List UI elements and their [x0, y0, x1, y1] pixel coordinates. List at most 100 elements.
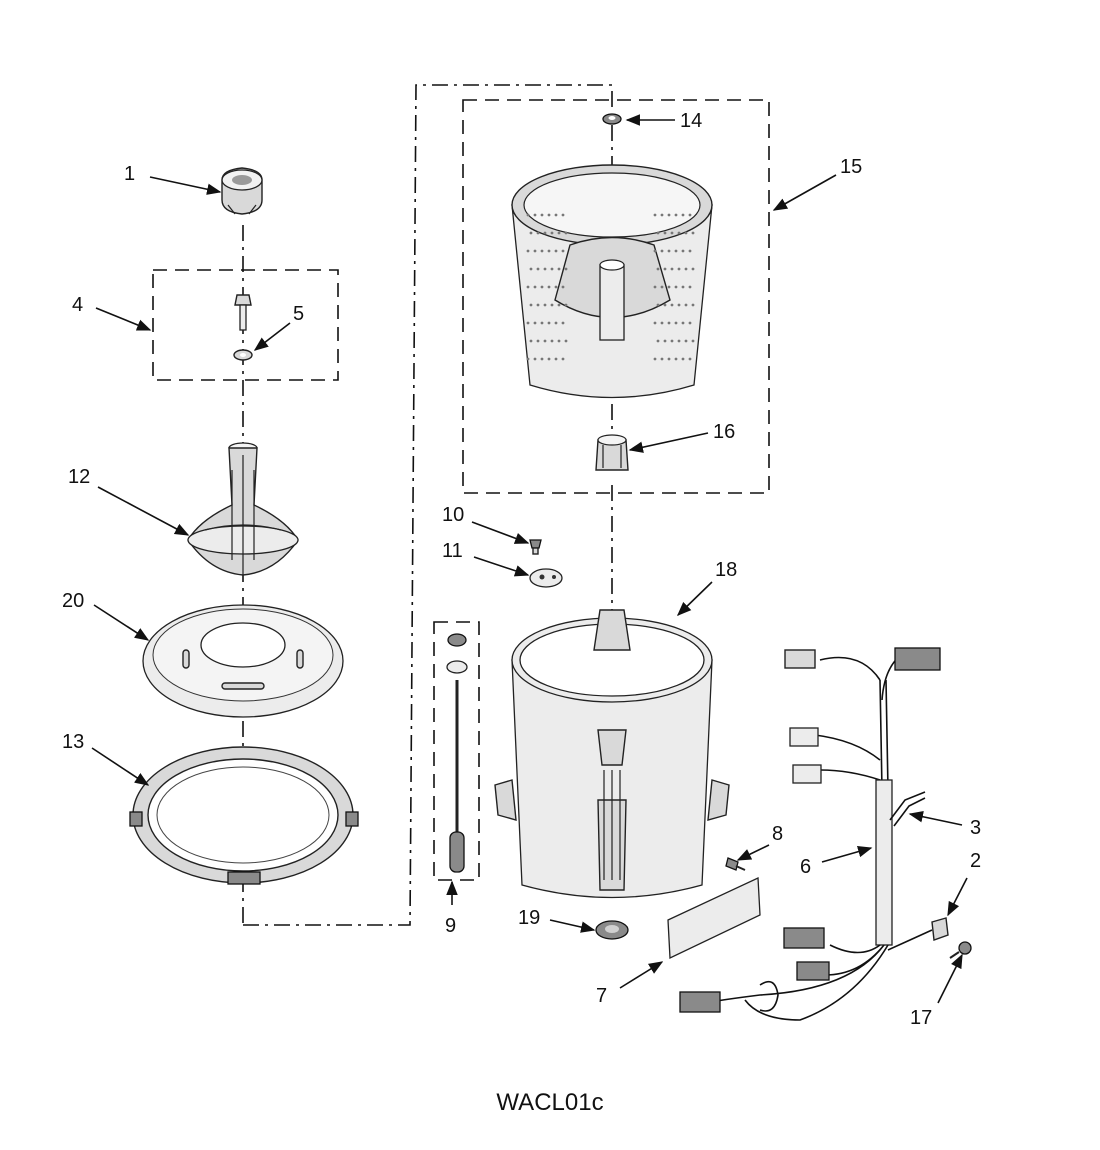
basket-perforation	[547, 249, 551, 253]
basket-perforation	[656, 339, 660, 343]
basket-perforation	[547, 285, 551, 289]
basket-perforation	[670, 339, 674, 343]
part-9-suspension-rod	[446, 633, 468, 873]
basket-perforation	[653, 213, 657, 217]
basket-perforation	[526, 213, 530, 217]
basket-perforation	[533, 357, 537, 361]
basket-perforation	[540, 213, 544, 217]
callout-1: 1	[124, 163, 135, 185]
basket-perforation	[660, 249, 664, 253]
group-box-15	[462, 99, 770, 494]
basket-perforation	[677, 231, 681, 235]
basket-perforation	[688, 213, 692, 217]
basket-perforation	[681, 285, 685, 289]
basket-perforation	[688, 285, 692, 289]
basket-perforation	[561, 321, 565, 325]
basket-perforation	[547, 213, 551, 217]
part-3-tube	[889, 791, 926, 827]
basket-perforation	[667, 357, 671, 361]
basket-perforation	[691, 303, 695, 307]
basket-perforation	[543, 231, 547, 235]
basket-perforation	[526, 285, 530, 289]
basket-perforation	[674, 213, 678, 217]
assembly-link-line	[243, 84, 613, 926]
callout-2: 2	[970, 850, 981, 872]
basket-perforation	[561, 285, 565, 289]
basket-perforation	[674, 249, 678, 253]
basket-perforation	[543, 339, 547, 343]
basket-perforation	[663, 231, 667, 235]
callout-5: 5	[293, 303, 304, 325]
part-17-screw	[949, 941, 972, 959]
callout-7: 7	[596, 985, 607, 1007]
callout-16: 16	[713, 421, 735, 443]
basket-perforation	[656, 303, 660, 307]
basket-perforation	[529, 231, 533, 235]
part-6-wire-harness	[704, 649, 911, 1021]
basket-perforation	[667, 249, 671, 253]
callout-15: 15	[840, 156, 862, 178]
part-2-clip	[887, 917, 949, 951]
part-5-washer	[233, 349, 253, 361]
part-8-screw	[725, 857, 746, 871]
callout-8: 8	[772, 823, 783, 845]
part-12-agitator	[187, 442, 299, 576]
callout-3: 3	[970, 817, 981, 839]
basket-perforation	[653, 321, 657, 325]
part-1-cap	[221, 167, 263, 215]
basket-perforation	[536, 339, 540, 343]
diagram-caption: WACL01c	[496, 1089, 603, 1116]
basket-perforation	[526, 321, 530, 325]
part-16-hub	[595, 434, 629, 471]
basket-perforation	[557, 267, 561, 271]
part-19-seal	[595, 920, 629, 940]
basket-perforation	[533, 285, 537, 289]
basket-perforation	[688, 321, 692, 325]
basket-perforation	[564, 231, 568, 235]
part-20-ring	[142, 604, 344, 718]
callout-12: 12	[68, 466, 90, 488]
basket-perforation	[561, 357, 565, 361]
basket-perforation	[526, 357, 530, 361]
basket-perforation	[667, 285, 671, 289]
basket-perforation	[681, 357, 685, 361]
basket-perforation	[691, 339, 695, 343]
basket-perforation	[554, 357, 558, 361]
callout-6: 6	[800, 856, 811, 878]
basket-perforation	[667, 213, 671, 217]
basket-perforation	[543, 303, 547, 307]
basket-perforation	[670, 303, 674, 307]
basket-perforation	[684, 339, 688, 343]
basket-perforation	[557, 231, 561, 235]
callout-9: 9	[445, 915, 456, 937]
basket-perforation	[529, 267, 533, 271]
basket-perforation	[681, 249, 685, 253]
basket-perforation	[554, 321, 558, 325]
basket-perforation	[660, 285, 664, 289]
basket-perforation	[526, 249, 530, 253]
basket-perforation	[564, 303, 568, 307]
callout-11: 11	[442, 540, 463, 562]
group-box-9	[433, 621, 480, 881]
connector-group	[679, 647, 941, 1013]
callout-17: 17	[910, 1007, 932, 1029]
basket-perforation	[684, 231, 688, 235]
basket-perforation	[540, 249, 544, 253]
callout-10: 10	[442, 504, 464, 526]
basket-perforation	[660, 357, 664, 361]
basket-perforation	[674, 357, 678, 361]
basket-perforation	[564, 267, 568, 271]
basket-perforation	[653, 249, 657, 253]
basket-perforation	[561, 213, 565, 217]
basket-perforation	[684, 303, 688, 307]
basket-perforation	[554, 249, 558, 253]
basket-perforation	[656, 231, 660, 235]
basket-perforation	[533, 213, 537, 217]
basket-perforation	[670, 231, 674, 235]
basket-perforation	[550, 303, 554, 307]
basket-perforation	[653, 357, 657, 361]
basket-perforation	[550, 231, 554, 235]
basket-perforation	[529, 303, 533, 307]
basket-perforation	[677, 303, 681, 307]
basket-perforation	[540, 357, 544, 361]
